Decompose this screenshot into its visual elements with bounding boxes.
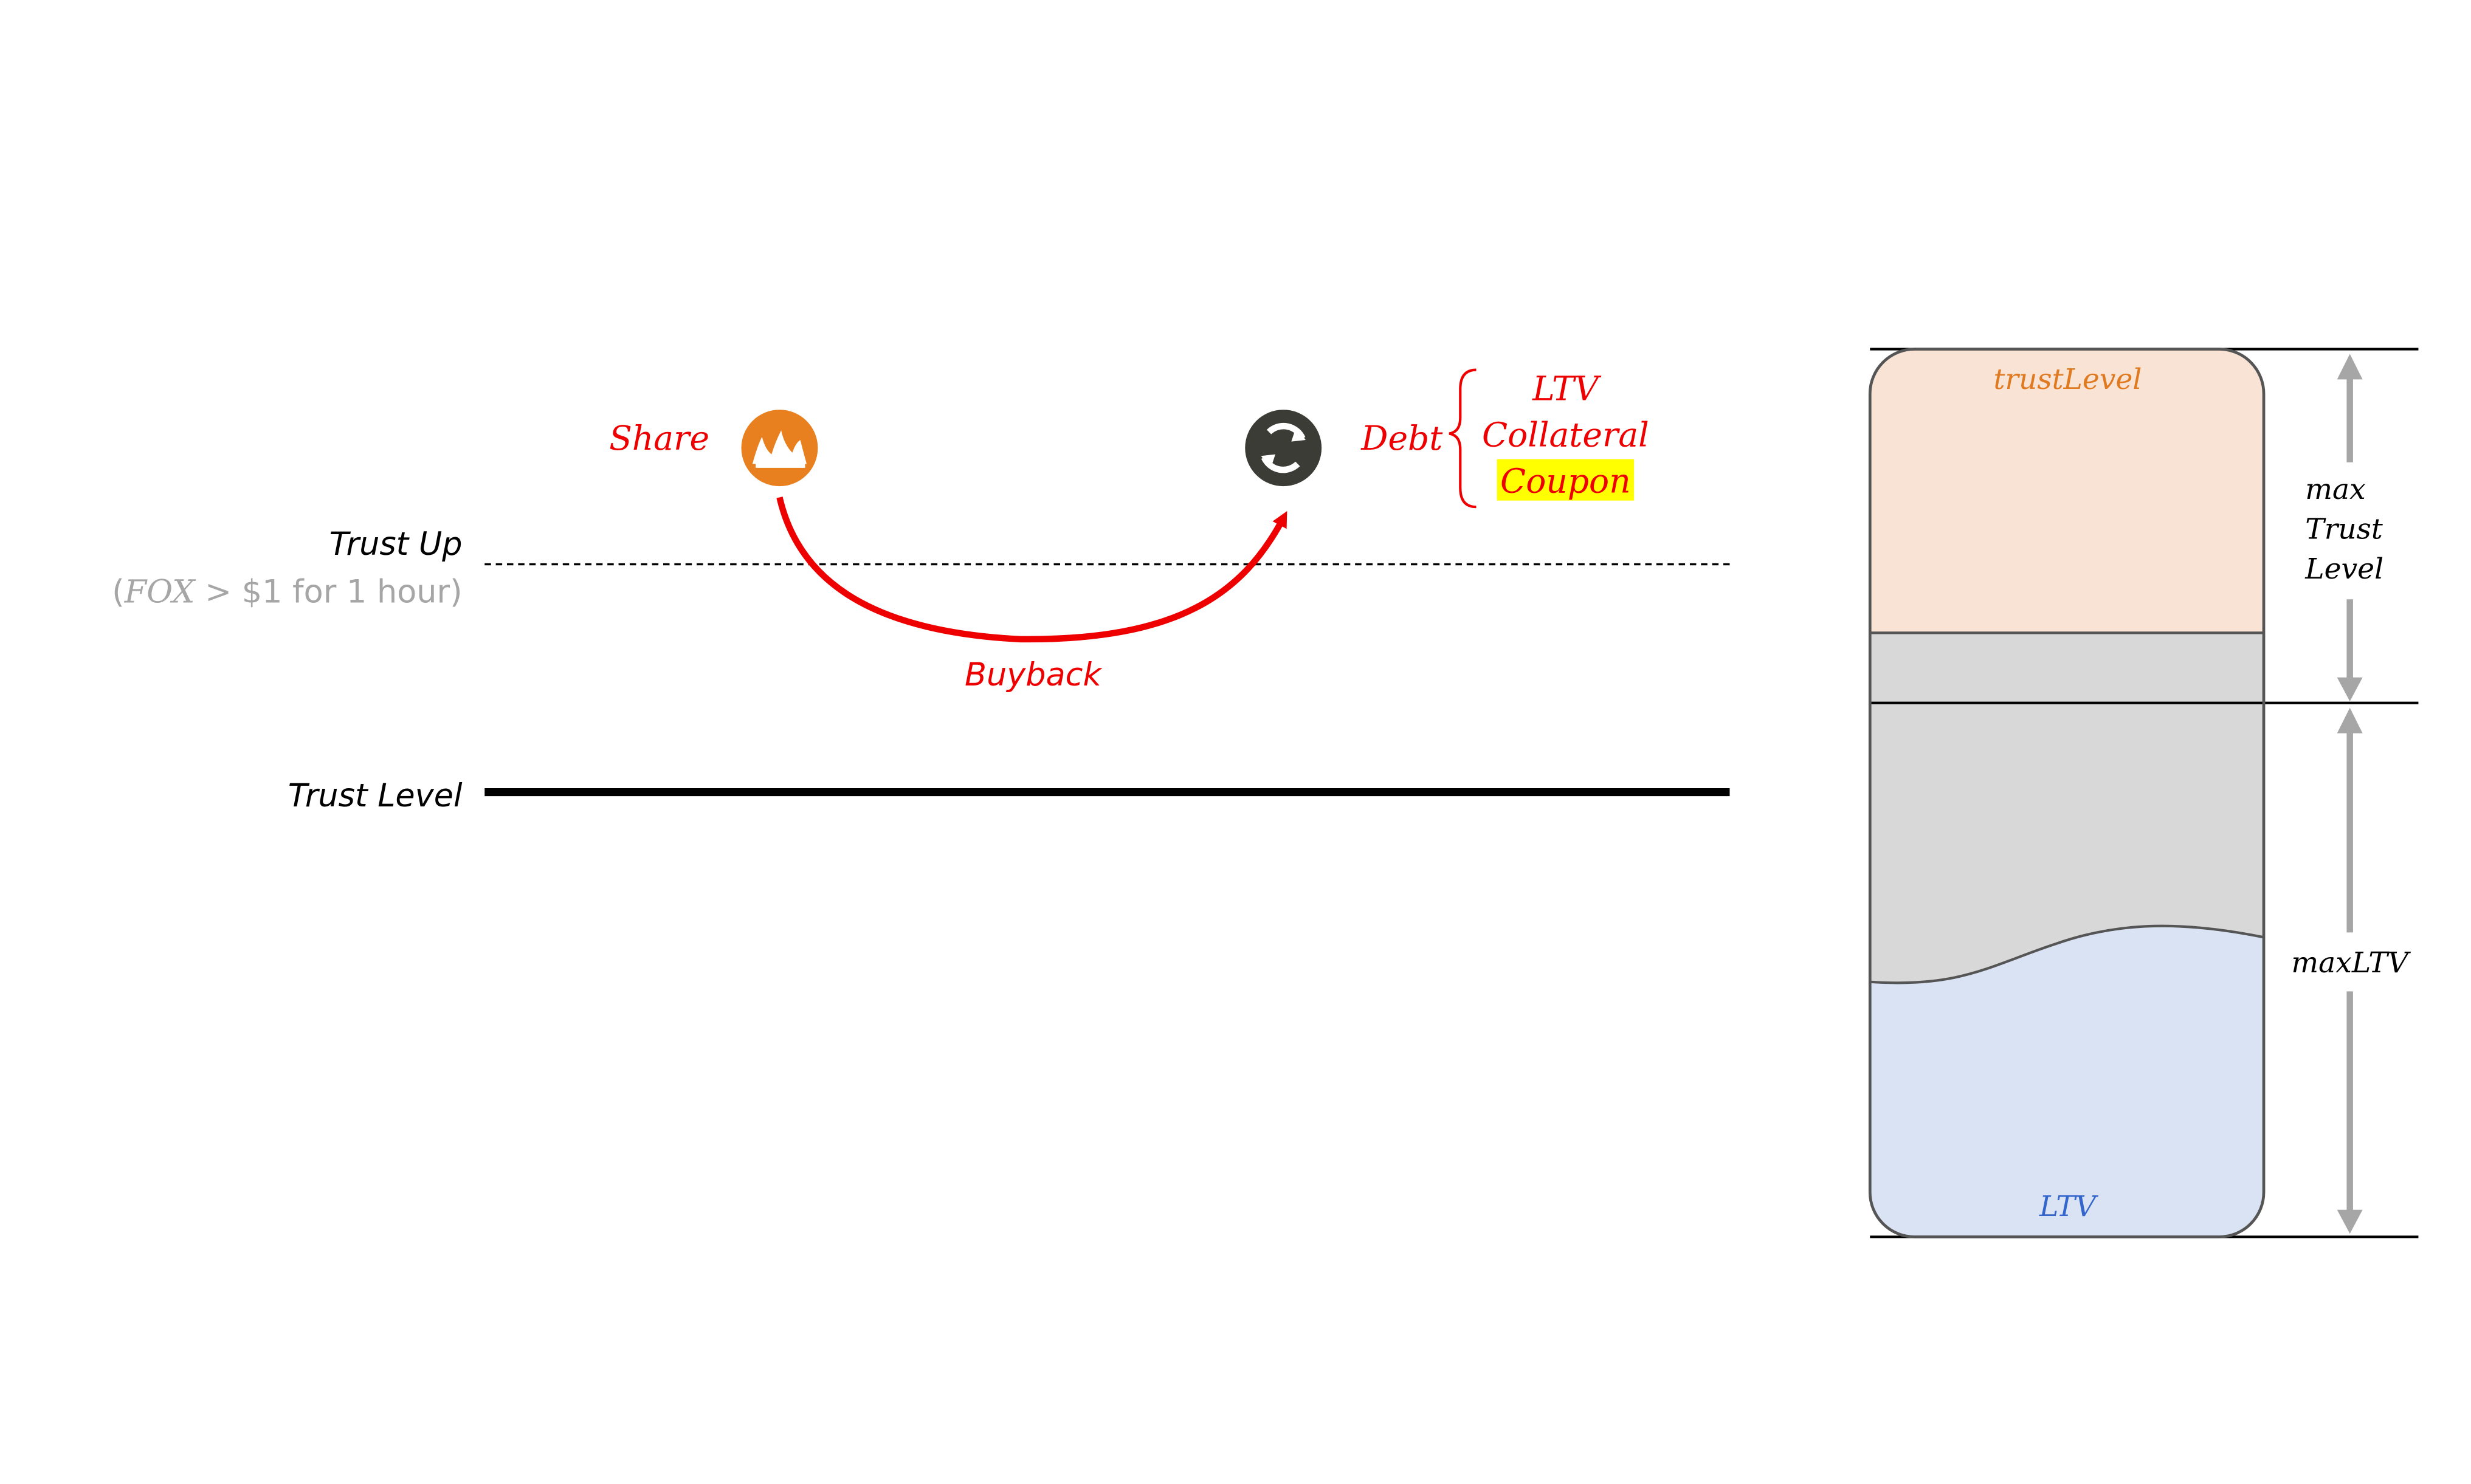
coupon-highlight <box>1497 459 1635 501</box>
cycle-icon <box>1245 410 1322 487</box>
ltv-band-label: LTV <box>2039 1190 2099 1223</box>
share-label: Share <box>609 419 709 458</box>
debt-component-ltv: LTV <box>1532 369 1602 408</box>
tank-container <box>1870 349 2264 1237</box>
debt-components: LTV Collateral Coupon <box>1482 369 1649 500</box>
ltv-band <box>1870 926 2264 1237</box>
condition-rest: $1 for 1 hour) <box>242 574 463 611</box>
trust-level-band-label: trustLevel <box>1993 363 2142 396</box>
max-ltv-label: maxLTV <box>2291 946 2411 980</box>
trust-level-band <box>1870 349 2264 633</box>
buyback-arrow <box>776 496 1287 643</box>
debt-component-collateral: Collateral <box>1482 416 1649 455</box>
buyback-label: Buyback <box>965 656 1103 693</box>
condition-open: ( <box>112 574 124 611</box>
trust-level-label: Trust Level <box>288 777 463 814</box>
ltv-wave <box>1870 924 2264 984</box>
max-trust-level-line-3: Level <box>2304 552 2383 586</box>
debt-label: Debt <box>1360 419 1443 458</box>
max-trust-level-line-2: Trust <box>2305 513 2383 546</box>
trust-up-condition: (FOX > $1 for 1 hour) <box>112 574 462 611</box>
max-trust-level-arrow <box>2337 354 2363 702</box>
fire-icon <box>741 410 818 487</box>
max-trust-level-line-1: max <box>2305 473 2365 506</box>
trust-up-label: Trust Up <box>329 526 463 563</box>
condition-math: FOX > <box>124 574 242 611</box>
brace <box>1449 368 1477 509</box>
tank-outline <box>1868 348 2266 1238</box>
debt-component-coupon: Coupon <box>1500 462 1631 501</box>
max-ltv-arrow <box>2337 707 2363 1234</box>
max-trust-level-label: max Trust Level <box>2304 473 2383 586</box>
